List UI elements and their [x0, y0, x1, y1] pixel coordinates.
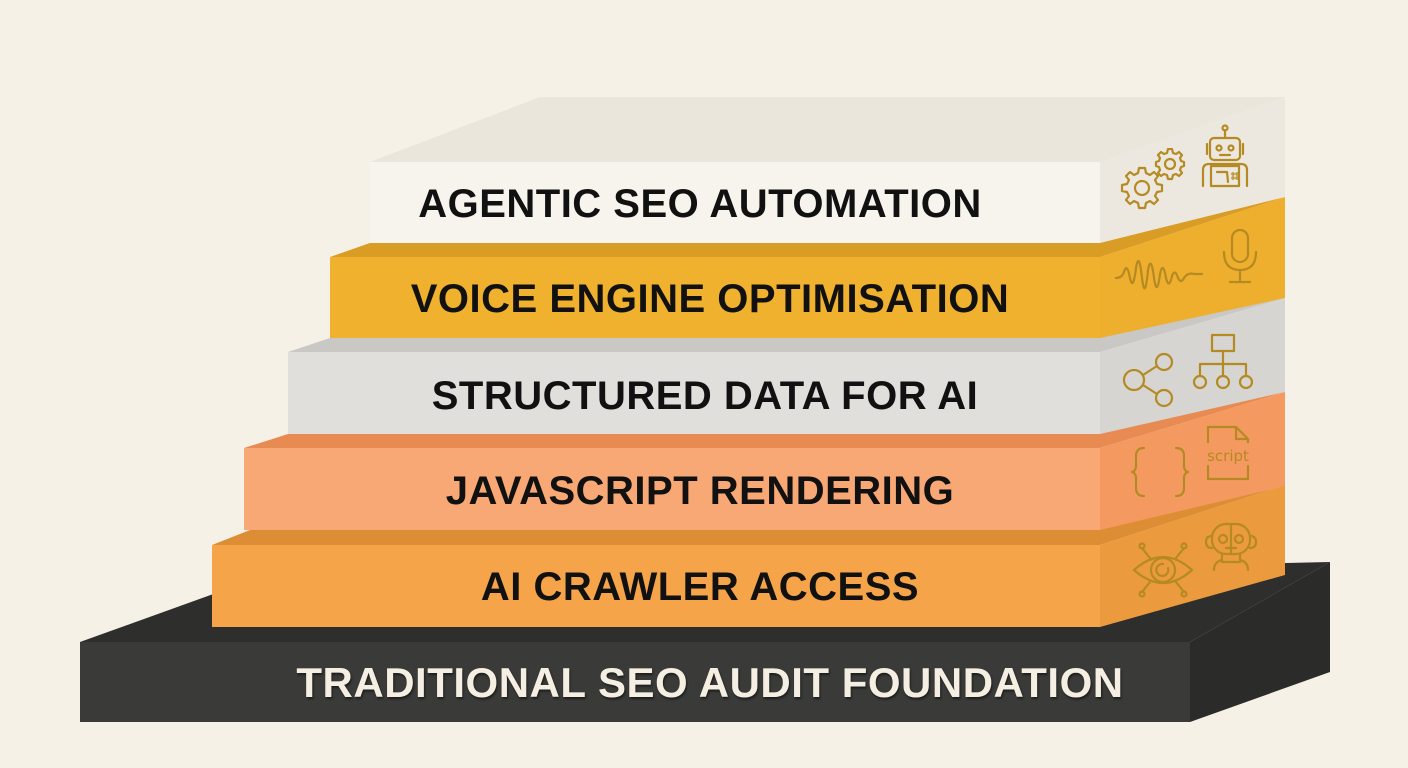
- layer-label-voice: VOICE ENGINE OPTIMISATION: [410, 277, 1010, 321]
- script-file-icon: script: [1206, 425, 1250, 481]
- layer-label-structured: STRUCTURED DATA FOR AI: [431, 374, 979, 418]
- layer-label-javascript: JAVASCRIPT RENDERING: [445, 469, 955, 513]
- robot-icon: [1201, 124, 1249, 188]
- microphone-icon: [1222, 228, 1258, 284]
- hierarchy-icon: [1192, 333, 1254, 390]
- gears-icon: [1120, 148, 1186, 210]
- layer-agentic-shape: [370, 97, 1285, 243]
- curly-braces-icon: [1130, 446, 1190, 498]
- script-icon-text: script: [1207, 447, 1249, 465]
- layer-label-agentic: AGENTIC SEO AUTOMATION: [418, 182, 982, 226]
- layer-label-foundation: TRADITIONAL SEO AUDIT FOUNDATION: [296, 659, 1124, 706]
- robot-head-icon: [1204, 522, 1258, 572]
- sound-wave-icon: [1114, 259, 1204, 290]
- share-nodes-icon: [1122, 352, 1174, 408]
- layer-label-crawler: AI CRAWLER ACCESS: [480, 565, 920, 609]
- ai-eye-icon: [1132, 542, 1194, 598]
